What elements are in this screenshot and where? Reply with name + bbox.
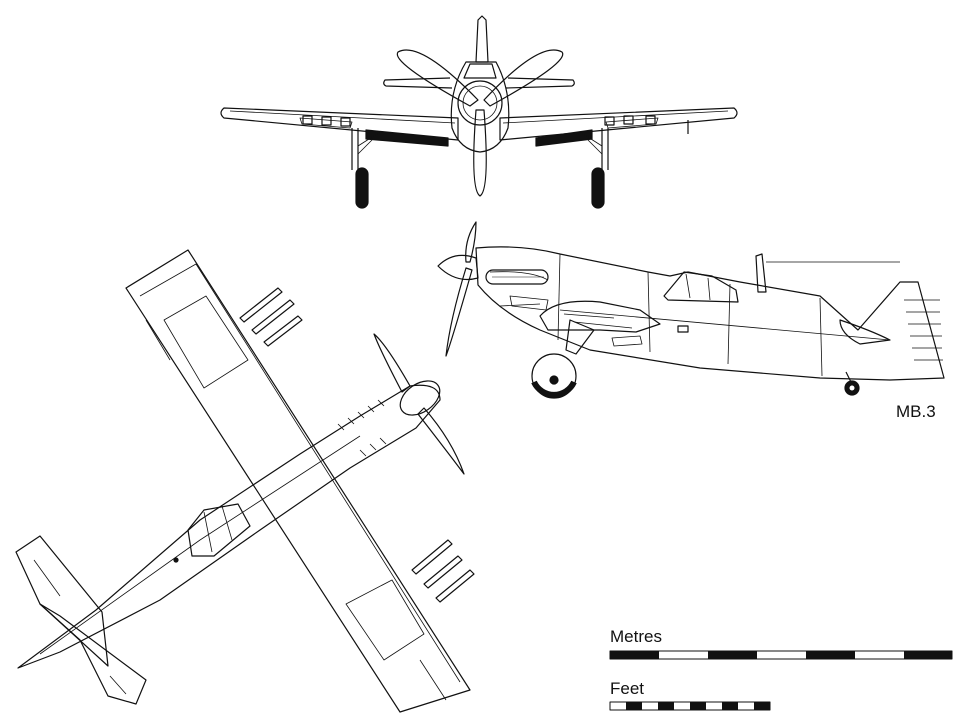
side-tail [755, 253, 943, 361]
front-tailplane [383, 77, 575, 89]
side-canopy [663, 271, 739, 303]
front-landing-gear-left [351, 128, 381, 209]
side-propeller [437, 221, 479, 357]
metres-scale-bar [609, 650, 953, 660]
feet-label: Feet [610, 679, 645, 698]
side-main-gear [531, 319, 595, 399]
plan-fuselage [17, 384, 441, 669]
side-tail-wheel [844, 371, 860, 396]
front-wing-right [499, 107, 738, 147]
plan-canopy [187, 503, 251, 557]
plan-view [15, 249, 475, 713]
front-propeller [396, 49, 564, 197]
front-fin [475, 15, 489, 63]
side-fuselage [475, 246, 945, 381]
plan-cannons-upper [239, 287, 303, 347]
plan-wing [125, 249, 471, 713]
plan-tailplane [15, 535, 147, 705]
front-fuselage [450, 61, 510, 153]
metres-label: Metres [610, 627, 662, 646]
side-view [437, 221, 945, 399]
plan-cannons-lower [411, 539, 475, 603]
side-wing [539, 300, 661, 347]
aircraft-label: MB.3 [896, 402, 936, 421]
front-view [220, 15, 738, 209]
feet-scale-bar [609, 701, 771, 711]
front-landing-gear-right [579, 128, 609, 209]
plan-propeller [373, 333, 465, 475]
front-wing-left [220, 107, 459, 147]
